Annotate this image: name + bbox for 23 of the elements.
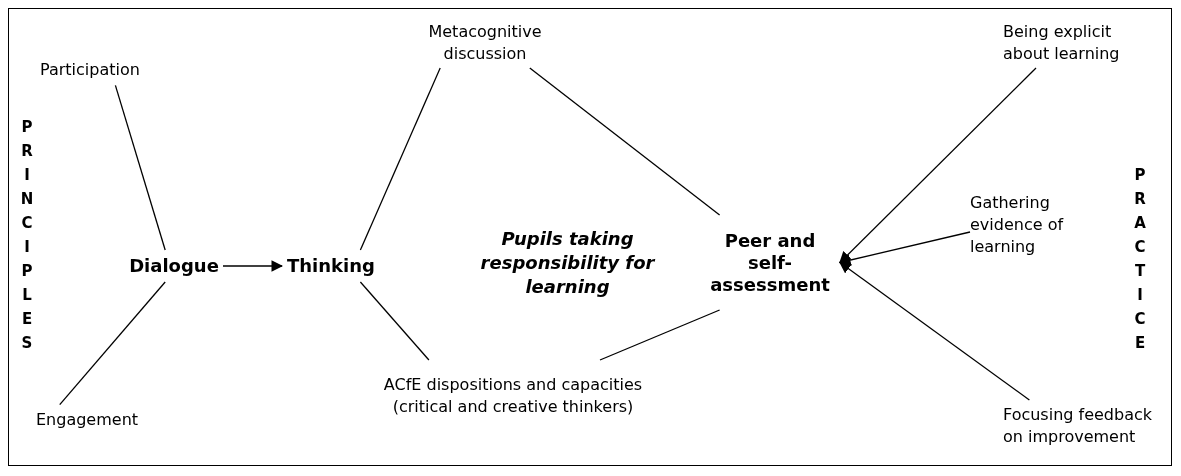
arrow xyxy=(838,231,971,266)
connector-line xyxy=(359,281,430,361)
concept-text: Focusing feedback on improvement xyxy=(1003,400,1168,452)
connector-line xyxy=(114,84,166,251)
connector-line xyxy=(599,309,721,361)
concept-text: Being explicit about learning xyxy=(1003,18,1153,68)
connector-line xyxy=(59,281,166,406)
concept-text: Peer and self-assessment xyxy=(700,215,840,310)
concept-text: Dialogue xyxy=(125,250,223,282)
vertical-heading: PRINCIPLES xyxy=(17,118,36,360)
concept-text: Thinking xyxy=(282,250,380,282)
arrow xyxy=(222,260,284,272)
arrow xyxy=(839,261,1031,401)
connector-line xyxy=(359,67,441,251)
concept-text: Engagement xyxy=(36,406,161,434)
vertical-heading: PRACTICE xyxy=(1130,166,1149,356)
concept-text: Gathering evidence of learning xyxy=(970,190,1095,260)
concept-text: ACfE dispositions and capacities (critical and creative thinkers) xyxy=(368,360,658,432)
connector-line xyxy=(529,67,721,216)
central-theme-text: Pupils taking responsibility for learning xyxy=(479,227,657,299)
concept-text: Participation xyxy=(40,56,170,84)
arrow xyxy=(839,67,1037,264)
concept-text: Metacognitive discussion xyxy=(415,18,555,68)
